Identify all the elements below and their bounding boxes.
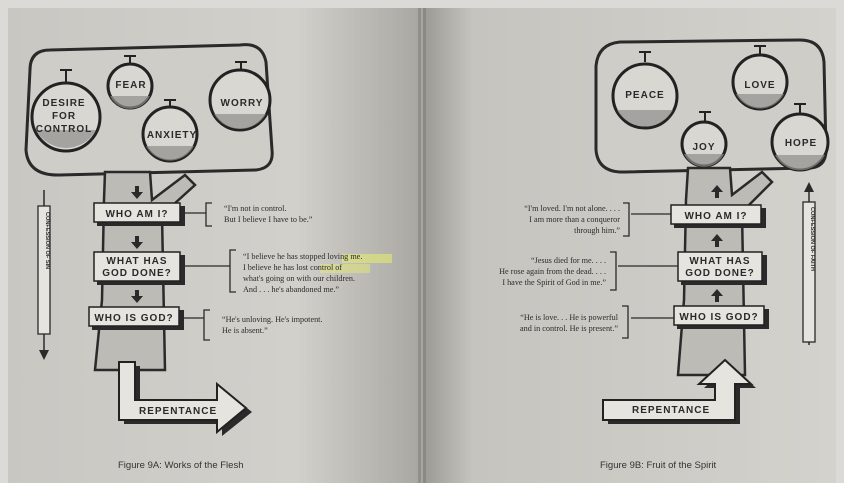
figure-9b: PEACE LOVE JOY HOPE bbox=[499, 38, 830, 471]
right-fruit-love: LOVE bbox=[731, 45, 789, 111]
right-quote-3: “He is love. . . He is powerful and in c… bbox=[520, 313, 619, 333]
right-fruit-joy: JOY bbox=[680, 111, 728, 168]
right-up-arrows bbox=[711, 185, 723, 302]
right-box-who-is-god: WHO IS GOD? bbox=[673, 305, 769, 329]
left-box-who-am-i-label: WHO AM I? bbox=[105, 209, 168, 220]
right-quote-2-line1: “Jesus died for me. . . . bbox=[531, 256, 606, 265]
left-confession-label: CONFESSION OF SIN bbox=[44, 212, 50, 269]
right-quote-1-line2: I am more than a conqueror bbox=[529, 215, 620, 224]
right-quote-3-line1: “He is love. . . He is powerful bbox=[520, 313, 618, 322]
left-caption: Figure 9A: Works of the Flesh bbox=[118, 460, 244, 471]
right-repentance-arrow: REPENTANCE bbox=[602, 358, 756, 424]
left-fruit-desire-line3: CONTROL bbox=[36, 124, 92, 135]
left-fruit-fear-label: FEAR bbox=[115, 80, 146, 91]
right-quote-1-line3: through him.” bbox=[574, 226, 620, 235]
left-connectors bbox=[184, 202, 236, 341]
left-quote-3-line2: He is absent.” bbox=[222, 326, 268, 335]
left-quote-3-line1: “He's unloving. He's impotent. bbox=[222, 315, 323, 324]
right-box-who-am-i: WHO AM I? bbox=[670, 204, 766, 228]
right-fruit-hope: HOPE bbox=[770, 103, 830, 172]
left-fruit-worry: WORRY bbox=[208, 61, 272, 132]
left-box-what-has-god-done: WHAT HAS GOD DONE? bbox=[93, 251, 185, 285]
left-fruit-desire-line2: FOR bbox=[52, 111, 76, 122]
right-quote-1-line1: “I'm loved. I'm not alone. . . . bbox=[524, 204, 620, 213]
right-quote-2-line2: He rose again from the dead. . . . bbox=[499, 267, 606, 276]
right-box-who-am-i-label: WHO AM I? bbox=[684, 211, 747, 222]
right-box-what-has-line2: GOD DONE? bbox=[685, 268, 755, 279]
left-quote-3: “He's unloving. He's impotent. He is abs… bbox=[222, 315, 323, 335]
left-quote-2-line4: And . . . he's abandoned me.” bbox=[243, 285, 339, 294]
figure-9a: DESIRE FOR CONTROL FEAR ANXIETY bbox=[24, 43, 392, 471]
right-quote-2-line3: I have the Spirit of God in me.” bbox=[502, 278, 606, 287]
right-fruit-love-label: LOVE bbox=[744, 80, 775, 91]
left-quote-1-line2: But I believe I have to be.” bbox=[224, 215, 313, 224]
left-box-who-is-god: WHO IS GOD? bbox=[88, 306, 184, 330]
right-fruit-peace: PEACE bbox=[611, 51, 679, 130]
right-fruit-hope-label: HOPE bbox=[785, 138, 817, 149]
left-box-what-has-line1: WHAT HAS bbox=[106, 256, 167, 267]
right-confession-bar: CONFESSION OF FAITH bbox=[802, 182, 816, 345]
right-repentance-label: REPENTANCE bbox=[632, 405, 710, 416]
right-box-what-has-line1: WHAT HAS bbox=[689, 256, 750, 267]
right-quote-3-line2: and in control. He is present.” bbox=[520, 324, 618, 333]
left-repentance-arrow: REPENTANCE bbox=[118, 361, 252, 436]
left-box-who-is-god-label: WHO IS GOD? bbox=[94, 313, 173, 324]
right-confession-label: CONFESSION OF FAITH bbox=[809, 207, 815, 271]
left-quote-1-line1: “I'm not in control. bbox=[224, 204, 286, 213]
right-quote-2: “Jesus died for me. . . . He rose again … bbox=[499, 256, 606, 287]
book-spine bbox=[418, 8, 426, 483]
left-down-arrows bbox=[131, 186, 143, 303]
left-box-what-has-line2: GOD DONE? bbox=[102, 268, 172, 279]
right-fruit-peace-label: PEACE bbox=[625, 90, 664, 101]
left-quote-2-line2: I believe he has lost control of bbox=[243, 263, 342, 272]
left-quote-2-line1: “I believe he has stopped loving me. bbox=[243, 252, 362, 261]
right-connectors bbox=[610, 202, 678, 339]
left-repentance-label: REPENTANCE bbox=[139, 406, 217, 417]
left-fruit-anxiety-label: ANXIETY bbox=[147, 130, 197, 141]
left-box-who-am-i: WHO AM I? bbox=[93, 202, 185, 226]
right-caption: Figure 9B: Fruit of the Spirit bbox=[600, 460, 717, 471]
left-quote-1: “I'm not in control. But I believe I hav… bbox=[224, 204, 313, 224]
right-fruit-joy-label: JOY bbox=[692, 142, 715, 153]
left-quote-2-line3: what's going on with our children. bbox=[243, 274, 355, 283]
right-quote-1: “I'm loved. I'm not alone. . . . I am mo… bbox=[524, 204, 620, 235]
left-fruit-worry-label: WORRY bbox=[221, 98, 264, 109]
left-fruit-anxiety: ANXIETY bbox=[141, 99, 199, 163]
right-box-what-has-god-done: WHAT HAS GOD DONE? bbox=[677, 251, 767, 285]
left-fruit-fear: FEAR bbox=[106, 55, 154, 110]
left-quote-2: “I believe he has stopped loving me. I b… bbox=[243, 252, 392, 294]
right-box-who-is-god-label: WHO IS GOD? bbox=[679, 312, 758, 323]
left-confession-bar: CONFESSION OF SIN bbox=[37, 190, 51, 360]
left-fruit-desire-line1: DESIRE bbox=[42, 98, 85, 109]
left-fruit-desire: DESIRE FOR CONTROL bbox=[30, 69, 102, 153]
